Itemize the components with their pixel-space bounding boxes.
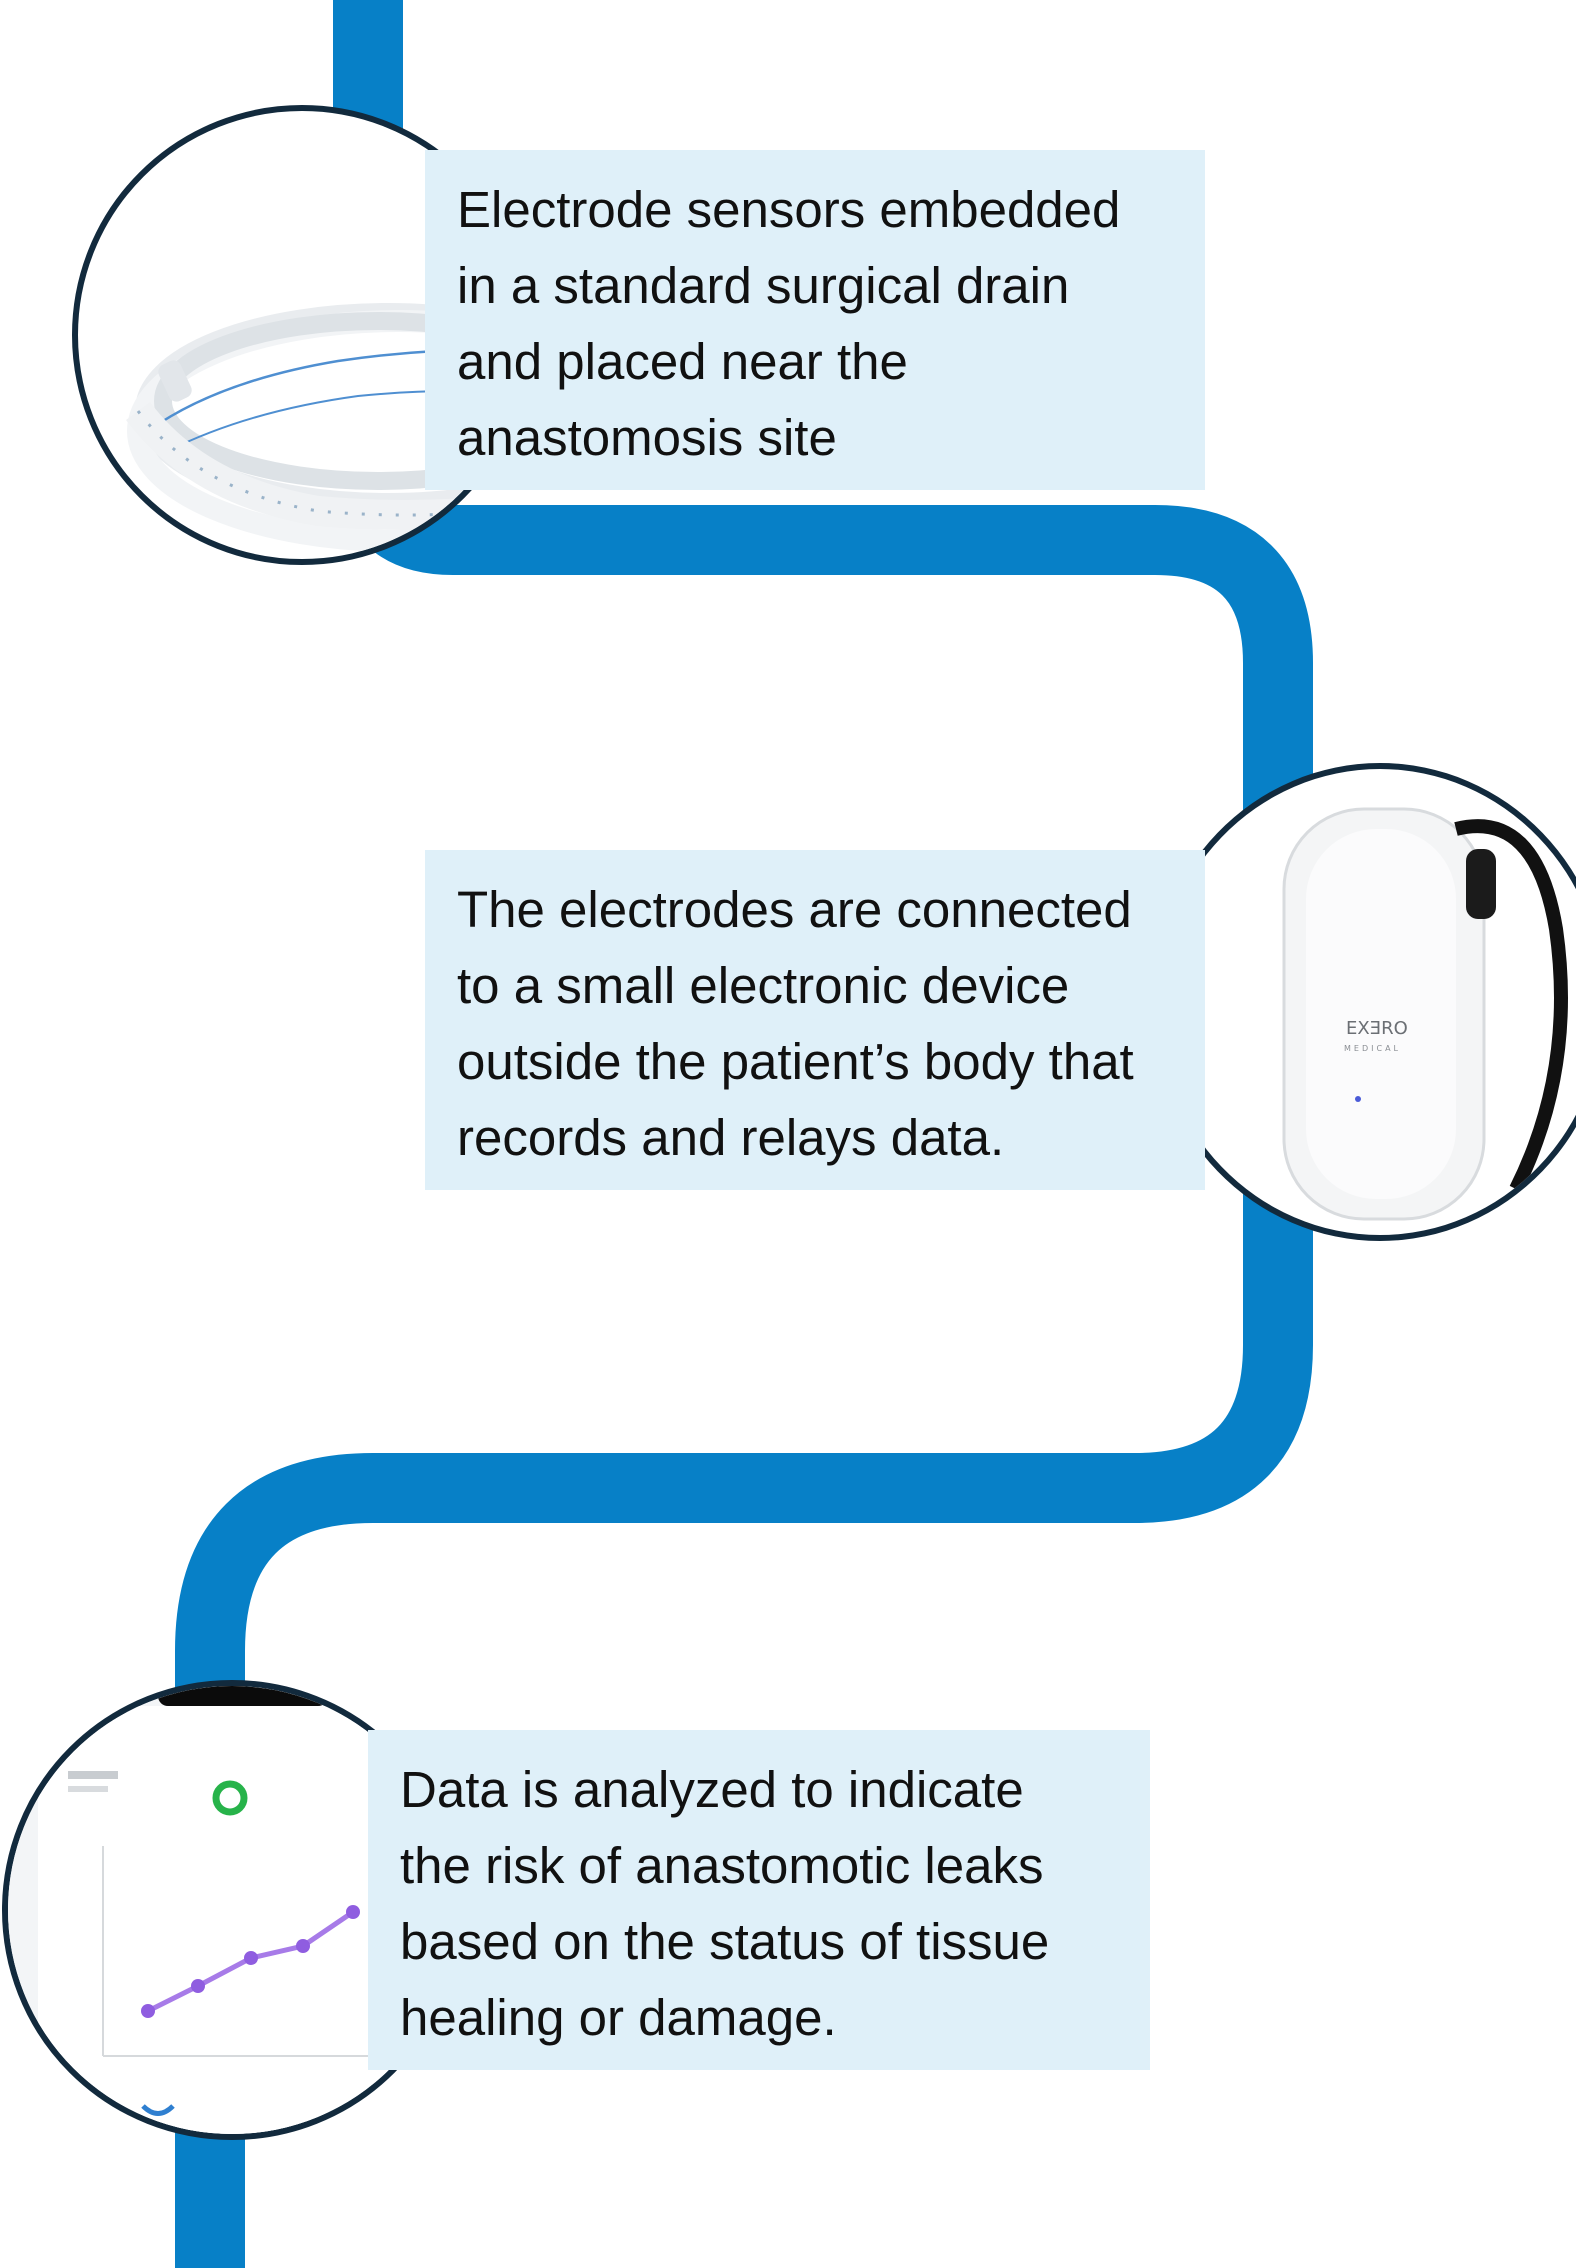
step-3-text-box: Data is analyzed to indicate the risk of… — [368, 1730, 1150, 2070]
step-2-line-3: outside the patient’s body that — [457, 1033, 1134, 1090]
step-2-line-1: The electrodes are connected — [457, 881, 1132, 938]
step-3-line-1: Data is analyzed to indicate — [400, 1761, 1024, 1818]
step-2-image: EXƎRO MEDICAL — [1150, 763, 1576, 1241]
step-3-line-3: based on the status of tissue — [400, 1913, 1050, 1970]
device-brand: EXƎRO — [1346, 1018, 1408, 1039]
step-1-line-2: in a standard surgical drain — [457, 257, 1070, 314]
step-2-line-4: records and relays data. — [457, 1109, 1005, 1166]
step-3-line-4: healing or damage. — [400, 1989, 837, 2046]
step-1-text-box: Electrode sensors embedded in a standard… — [425, 150, 1205, 490]
device-brand-sub: MEDICAL — [1344, 1044, 1401, 1053]
step-2-line-2: to a small electronic device — [457, 957, 1070, 1014]
step-3-line-2: the risk of anastomotic leaks — [400, 1837, 1044, 1894]
step-1-line-4: anastomosis site — [457, 409, 837, 466]
step-1-line-1: Electrode sensors embedded — [457, 181, 1121, 238]
step-1-line-3: and placed near the — [457, 333, 908, 390]
monitoring-device-icon: EXƎRO MEDICAL — [1282, 807, 1568, 1221]
step-2-text-box: The electrodes are connected to a small … — [425, 850, 1205, 1190]
